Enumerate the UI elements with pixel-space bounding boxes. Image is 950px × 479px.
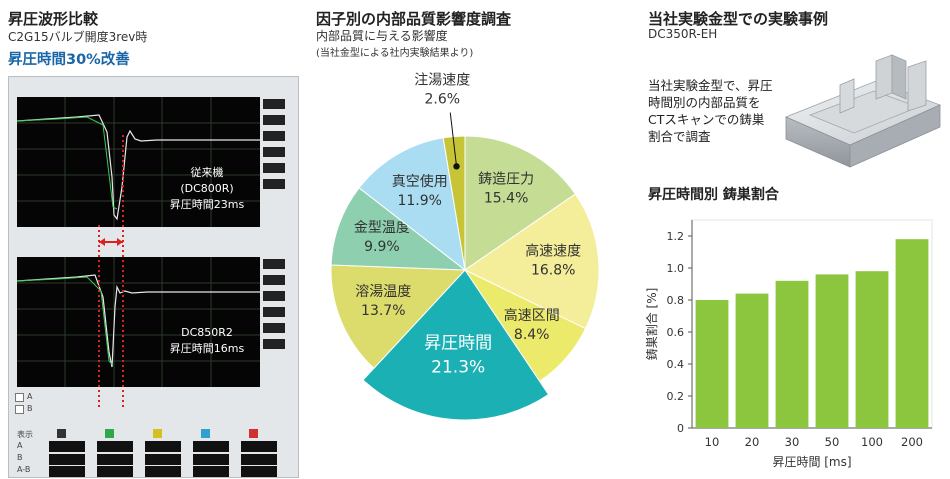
right-model: DC350R-EH (648, 27, 718, 41)
pie-label-value: 2.6% (424, 92, 460, 108)
pie-chart: 鋳造圧力 15.4% 高速速度 16.8% 高速区間 8.4% 昇圧時間 21.3% 溶湯温度 1… (330, 72, 600, 421)
pie-label-value: 21.3% (431, 358, 485, 378)
pie-small-slice-leader (449, 112, 458, 167)
y-tick-label: 1.0 (667, 262, 685, 275)
middle-note: (当社金型による社内実験結果より) (316, 48, 474, 59)
pie-label-category: 溶湯温度 (355, 283, 411, 300)
oscilloscope-screenshot: 従来機 (DC800R) 昇圧時間23ms DC850R2 昇圧時間16ms (8, 76, 299, 478)
right-title: 当社実験金型での実験事例 (648, 10, 829, 28)
bar-20ms (735, 293, 769, 428)
intro-line-4: 割合で調査 (648, 129, 711, 144)
pie-small-slice-dot (453, 163, 460, 170)
pie-slice-1 (464, 135, 577, 271)
pie-label-value: 9.9% (364, 239, 400, 255)
bar-30ms (775, 280, 809, 428)
scope2-label-line1: DC850R2 (181, 326, 233, 339)
x-tick-label: 50 (825, 435, 840, 449)
middle-title: 因子別の内部品質影響度調査 (316, 10, 512, 28)
x-tick-label: 100 (861, 435, 883, 449)
y-tick-label: 0.6 (667, 326, 685, 339)
checkbox-a[interactable] (15, 393, 24, 402)
table-label-display: 表示 (17, 430, 33, 439)
bar-10ms (695, 300, 729, 428)
scope2-label-line2: 昇圧時間16ms (169, 342, 245, 355)
bar-200ms (895, 239, 929, 428)
left-title: 昇圧波形比較 (8, 10, 99, 28)
rise-time-markers (98, 135, 124, 409)
pie-slice-7 (358, 137, 466, 272)
pie-slice-2 (464, 193, 600, 330)
checkbox-b-label: B (27, 404, 33, 413)
left-subtitle: C2G15バルブ開度3rev時 (8, 30, 148, 44)
pie-label-category: 高速区間 (504, 307, 560, 324)
pie-label-category: 金型温度 (354, 220, 410, 236)
table-label-b: B (17, 453, 23, 462)
pie-label-value: 8.4% (514, 327, 550, 343)
pie-slice-5 (330, 264, 467, 369)
pie-label-value: 13.7% (361, 303, 405, 319)
scope1-label-line1: 従来機 (190, 166, 224, 179)
pie-label-category: 昇圧時間 (424, 334, 492, 354)
die-mold-illustration (784, 54, 942, 168)
x-tick-label: 20 (745, 435, 760, 449)
checkbox-b[interactable] (15, 405, 24, 414)
bar-50ms (815, 274, 849, 428)
scope1-label-line3: 昇圧時間23ms (169, 198, 245, 211)
waveform-scope-2: DC850R2 昇圧時間16ms (17, 257, 260, 387)
pie-slice-4 (362, 269, 550, 421)
table-label-ab: A-B (17, 465, 31, 474)
x-tick-label: 10 (705, 435, 720, 449)
y-axis-label: 鋳巣割合 [%] (644, 288, 659, 361)
x-tick-label: 30 (785, 435, 800, 449)
y-tick-label: 0.2 (667, 390, 685, 403)
pie-label-value: 11.9% (397, 193, 441, 209)
y-tick-label: 0.4 (667, 358, 685, 371)
table-label-a: A (17, 441, 23, 450)
scope1-value-panel (263, 99, 285, 225)
bar-100ms (855, 271, 889, 428)
x-axis-label: 昇圧時間 [ms] (772, 455, 851, 469)
pie-slice-6 (330, 187, 467, 271)
pie-label-category: 注湯速度 (414, 72, 470, 89)
bar-chart: 0 0.2 0.4 0.6 0.8 1.0 1.2 10 20 30 50 100 200 昇圧時間 [m… (644, 219, 933, 469)
y-tick-label: 0 (677, 422, 684, 435)
pie-label-category: 高速速度 (525, 242, 581, 259)
waveform-scope-1: 従来機 (DC800R) 昇圧時間23ms (17, 97, 260, 227)
checkbox-a-label: A (27, 392, 33, 401)
pie-label-category: 真空使用 (392, 173, 448, 190)
intro-line-1: 当社実験金型で、昇圧 (648, 78, 773, 93)
pie-label-value: 16.8% (531, 262, 575, 278)
experiment-description: 当社実験金型で、昇圧 時間別の内部品質を CTスキャンでの鋳巣 割合で調査 (648, 77, 773, 145)
scope2-value-panel (263, 259, 285, 385)
y-tick-label: 1.2 (667, 230, 685, 243)
scope1-label-line2: (DC800R) (180, 182, 234, 195)
x-tick-label: 200 (901, 435, 923, 449)
intro-line-2: 時間別の内部品質を (648, 95, 761, 110)
bar-chart-title: 昇圧時間別 鋳巣割合 (648, 187, 779, 203)
pie-label-category: 鋳造圧力 (478, 171, 534, 188)
middle-subtitle: 内部品質に与える影響度 (316, 29, 448, 43)
y-tick-label: 0.8 (667, 294, 685, 307)
pie-slice-8 (442, 135, 466, 271)
intro-line-3: CTスキャンでの鋳巣 (648, 112, 765, 127)
pie-label-value: 15.4% (484, 191, 528, 207)
improvement-highlight: 昇圧時間30%改善 (8, 52, 130, 68)
